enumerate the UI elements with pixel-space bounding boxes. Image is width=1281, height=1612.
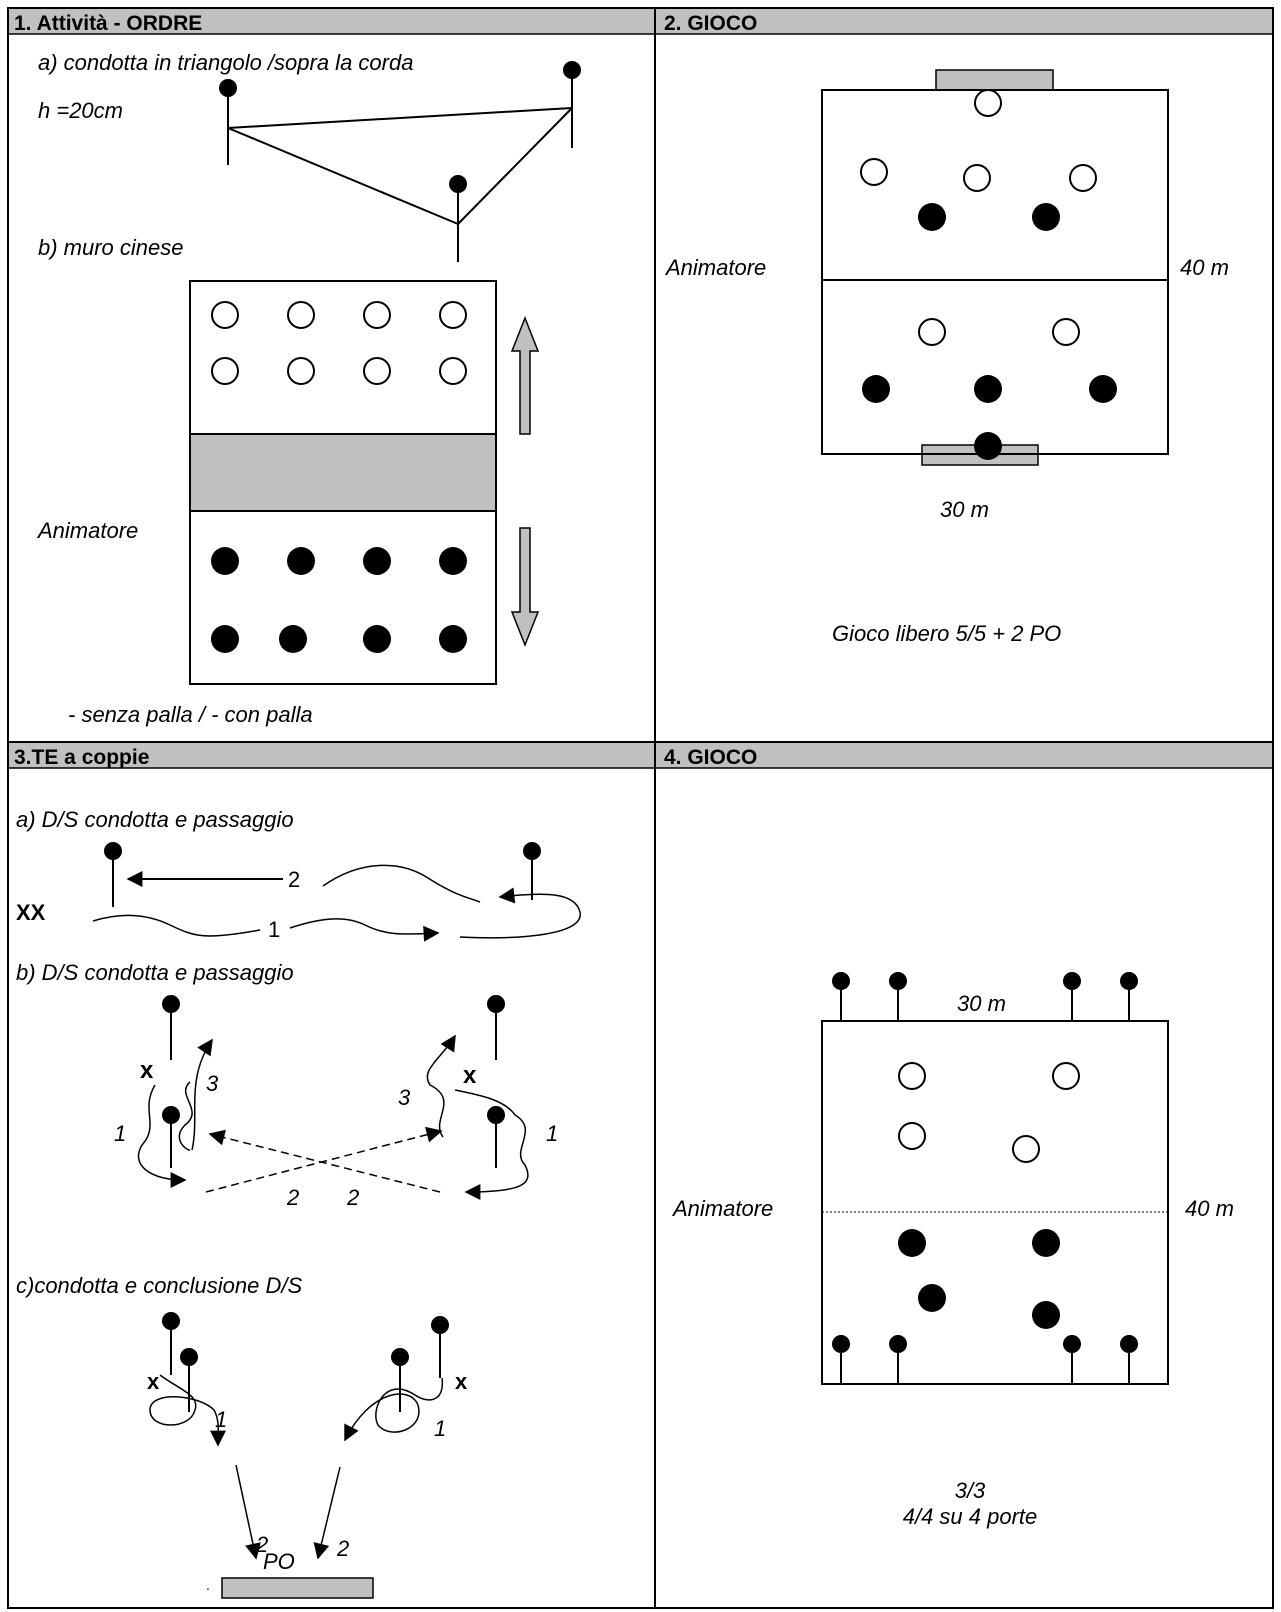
- triangle-rope: [227, 107, 573, 225]
- arrow-down-icon: [510, 527, 540, 648]
- pitch-outline: [821, 1020, 1169, 1385]
- goalkeeper-label: PO: [263, 1549, 295, 1574]
- panel2-diagram: Animatore 40 m 30 m Gioco libero 5/5 + 2…: [664, 69, 1229, 646]
- c-right-dribble: [344, 1377, 444, 1442]
- top-goal: [935, 69, 1054, 91]
- c-x-right: x: [455, 1369, 468, 1394]
- arrow-up-icon: [510, 315, 540, 435]
- panel1-diagram: a) condotta in triangolo /sopra la corda…: [36, 50, 581, 727]
- goal: [221, 1577, 374, 1599]
- white-players: [898, 1062, 1080, 1163]
- black-players: [211, 547, 467, 653]
- b-num-3-left: 3: [206, 1071, 219, 1096]
- c-num-1-left: 1: [215, 1407, 227, 1432]
- panel4-length-label: 40 m: [1185, 1196, 1234, 1221]
- panel2-header: 2. GIOCO: [664, 12, 757, 35]
- bottom-goal-poles: [832, 1335, 1138, 1384]
- panel3-a-label: a) D/S condotta e passaggio: [16, 807, 294, 832]
- dribble-arrow-1: [289, 918, 440, 942]
- panel3-header: 3.TE a coppie: [14, 746, 149, 769]
- panel3-xx-label: XX: [16, 900, 46, 925]
- c-left-dribble: [149, 1374, 227, 1447]
- c-x-left: x: [147, 1369, 160, 1394]
- panel4-diagram: 30 m Animatore 40 m 3/3 4/4 su 4 porte: [671, 972, 1234, 1529]
- b-num-2-right: 2: [346, 1185, 359, 1210]
- panel4-caption-line2: 4/4 su 4 porte: [903, 1504, 1038, 1529]
- stray-dot: .: [206, 1577, 210, 1593]
- b-left-dribble: [137, 1084, 187, 1188]
- panel2-caption: Gioco libero 5/5 + 2 PO: [832, 621, 1061, 646]
- chinese-wall-field: [189, 280, 497, 685]
- panel3-b-label: b) D/S condotta e passaggio: [16, 960, 294, 985]
- c-shot-right: [313, 1466, 341, 1560]
- black-players: [862, 203, 1117, 460]
- c-num-2-right: 2: [336, 1536, 349, 1561]
- pole-markers: [219, 61, 581, 262]
- panel4-header: 4. GIOCO: [664, 746, 757, 769]
- top-goal-poles: [832, 972, 1138, 1021]
- table-grid: [7, 7, 1274, 1609]
- b-num-3-right: 3: [398, 1085, 411, 1110]
- panel4-animator-label: Animatore: [671, 1196, 773, 1221]
- b-left-return: [178, 1040, 212, 1151]
- b-poles: [162, 995, 505, 1168]
- panel2-width-label: 30 m: [940, 497, 989, 522]
- b-pass-right: [208, 1129, 441, 1193]
- panel2-animator-label: Animatore: [664, 255, 766, 280]
- b-pass-left: [205, 1126, 443, 1193]
- panel1-b-label: b) muro cinese: [38, 235, 184, 260]
- a-poles: [104, 842, 541, 907]
- white-players: [860, 89, 1097, 346]
- a-number-1: 1: [268, 917, 280, 942]
- b-num-2-left: 2: [286, 1185, 299, 1210]
- panel1-height-label: h =20cm: [38, 98, 123, 123]
- panel4-width-label: 30 m: [957, 991, 1006, 1016]
- white-players: [211, 301, 467, 385]
- panel4-caption-line1: 3/3: [955, 1478, 986, 1503]
- b-num-1-right: 1: [546, 1121, 558, 1146]
- c-shot-left: [235, 1464, 261, 1560]
- b-num-1-left: 1: [114, 1121, 126, 1146]
- c-num-2-left: 2: [255, 1532, 268, 1557]
- panel1-a-label: a) condotta in triangolo /sopra la corda: [38, 50, 413, 75]
- panel3-diagram: a) D/S condotta e passaggio XX 2 1 b) D/…: [16, 807, 581, 1599]
- a-number-2: 2: [288, 867, 300, 892]
- c-poles: [162, 1312, 449, 1412]
- black-players: [898, 1229, 1060, 1329]
- b-x-left: x: [140, 1057, 154, 1084]
- panel1-animator-label: Animatore: [36, 518, 138, 543]
- wave-bottom-1: [92, 914, 261, 937]
- c-num-1-right: 1: [434, 1416, 446, 1441]
- panel3-c-label: c)condotta e conclusione D/S: [16, 1273, 302, 1298]
- wave-top: [322, 864, 481, 903]
- b-x-right: x: [463, 1062, 477, 1089]
- grey-zone: [189, 433, 497, 512]
- b-right-return: [426, 1034, 456, 1138]
- panel1-header: 1. Attività - ORDRE: [14, 12, 202, 35]
- panel2-length-label: 40 m: [1180, 255, 1229, 280]
- b-right-dribble: [454, 1089, 529, 1200]
- panel1-footer-note: - senza palla / - con palla: [68, 702, 313, 727]
- dribble-return: [459, 887, 581, 939]
